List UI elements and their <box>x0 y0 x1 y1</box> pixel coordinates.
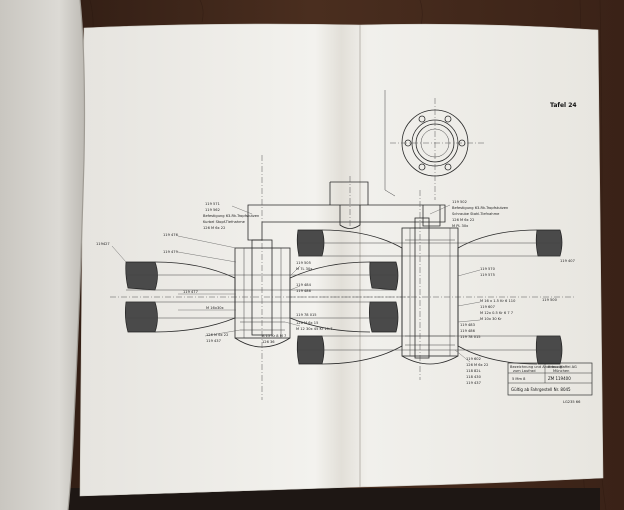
title-block-scale: 5 Mm 8 <box>512 377 526 381</box>
part-label: 119 502 <box>452 200 467 204</box>
part-label: 126 M 6x 22 <box>206 333 228 337</box>
flange-view <box>384 90 485 200</box>
part-label: Kurbel Stopf-Tiefnahme <box>203 220 246 224</box>
part-label: 119 78 015 <box>296 313 317 317</box>
part-label: M 16 x 1.5 Kr 6 110 <box>480 299 516 303</box>
title-block-validity: Gültig ab Fahrgestell Nr. 8045 <box>511 387 571 392</box>
right-wheel-assembly <box>290 190 575 380</box>
part-label: 119427 <box>96 242 110 246</box>
engineering-drawing <box>110 90 575 400</box>
part-label: M 16x30x <box>206 306 225 310</box>
part-label: M 12x 0.5 Kr 6 7 7 <box>480 311 513 315</box>
part-label: 119 407 <box>560 259 575 263</box>
title-block-drawing-no: ZM 119400 <box>548 376 571 381</box>
title-block-maker-1: Kraus-Maffei AG <box>548 365 577 369</box>
left-page-curl <box>0 0 85 510</box>
part-label: 119 479 <box>163 250 179 254</box>
part-label: 119 486 <box>296 289 312 293</box>
part-label: 119 476 <box>163 233 179 237</box>
part-label: 119 500 <box>542 298 558 302</box>
part-label: 126 M 6x 22 <box>466 363 488 367</box>
part-label: 119 483 <box>460 323 475 327</box>
part-label: 118 430 <box>466 375 482 379</box>
part-label: M 12 30x 45 Kr 11.7 <box>296 327 333 331</box>
footer-code: LG235 66 <box>563 400 581 404</box>
part-label: M PL 30x <box>452 224 469 228</box>
part-label: M 7L 30x <box>296 267 313 271</box>
leader-lines <box>111 204 481 363</box>
part-label: 119 575 <box>480 273 495 277</box>
part-labels: 119427 119 476 119 479 119 477 M 16x30x … <box>96 200 575 385</box>
part-label: 119 602 <box>466 357 481 361</box>
part-label: Befestigung 63-Rk-Tropfstutzen <box>452 206 508 210</box>
part-label: 119 477 <box>183 290 198 294</box>
book-cover <box>60 488 600 510</box>
left-page-edge <box>67 0 86 510</box>
title-block-desc-1: Bezeichnung und Anordnung <box>510 365 562 369</box>
plate-title: Tafel 24 <box>550 102 577 109</box>
part-label: 119 562 <box>205 208 220 212</box>
suspension-arm <box>247 155 446 400</box>
part-label: 126 M 6x 15 <box>296 321 318 325</box>
part-label: M 10x 30 Kr <box>480 317 502 321</box>
part-label: Schraube Stahl-Tiefnahme <box>452 212 500 216</box>
part-label: 119 437 <box>466 381 481 385</box>
title-block: Bezeichnung und Anordnung zum Laufrad Kr… <box>507 362 593 396</box>
part-label: 126 36 <box>262 340 275 344</box>
part-label: 119 607 <box>480 305 495 309</box>
part-label: 118 82L <box>466 369 481 373</box>
title-block-desc-2: zum Laufrad <box>513 369 536 373</box>
part-label: 126 M 6x 22 <box>452 218 474 222</box>
part-label: 119 570 <box>480 267 496 271</box>
part-label: Befestigung 63-Rk-Tropfstutzen <box>203 214 259 218</box>
part-label: 119 484 <box>296 283 312 287</box>
part-label: 126 M 6x 22 <box>203 226 225 230</box>
part-label: 119 505 <box>296 261 311 265</box>
left-wheel-assembly <box>110 239 410 348</box>
part-label: 119 486 <box>460 329 476 333</box>
book-spread <box>79 23 604 497</box>
title-block-maker-2: München <box>553 369 569 373</box>
part-label: 119 571 <box>205 202 220 206</box>
part-label: 119 78 015 <box>460 335 481 339</box>
part-label: A 15 Kr 8 M 7 <box>262 334 286 338</box>
part-label: 119 437 <box>206 339 221 343</box>
